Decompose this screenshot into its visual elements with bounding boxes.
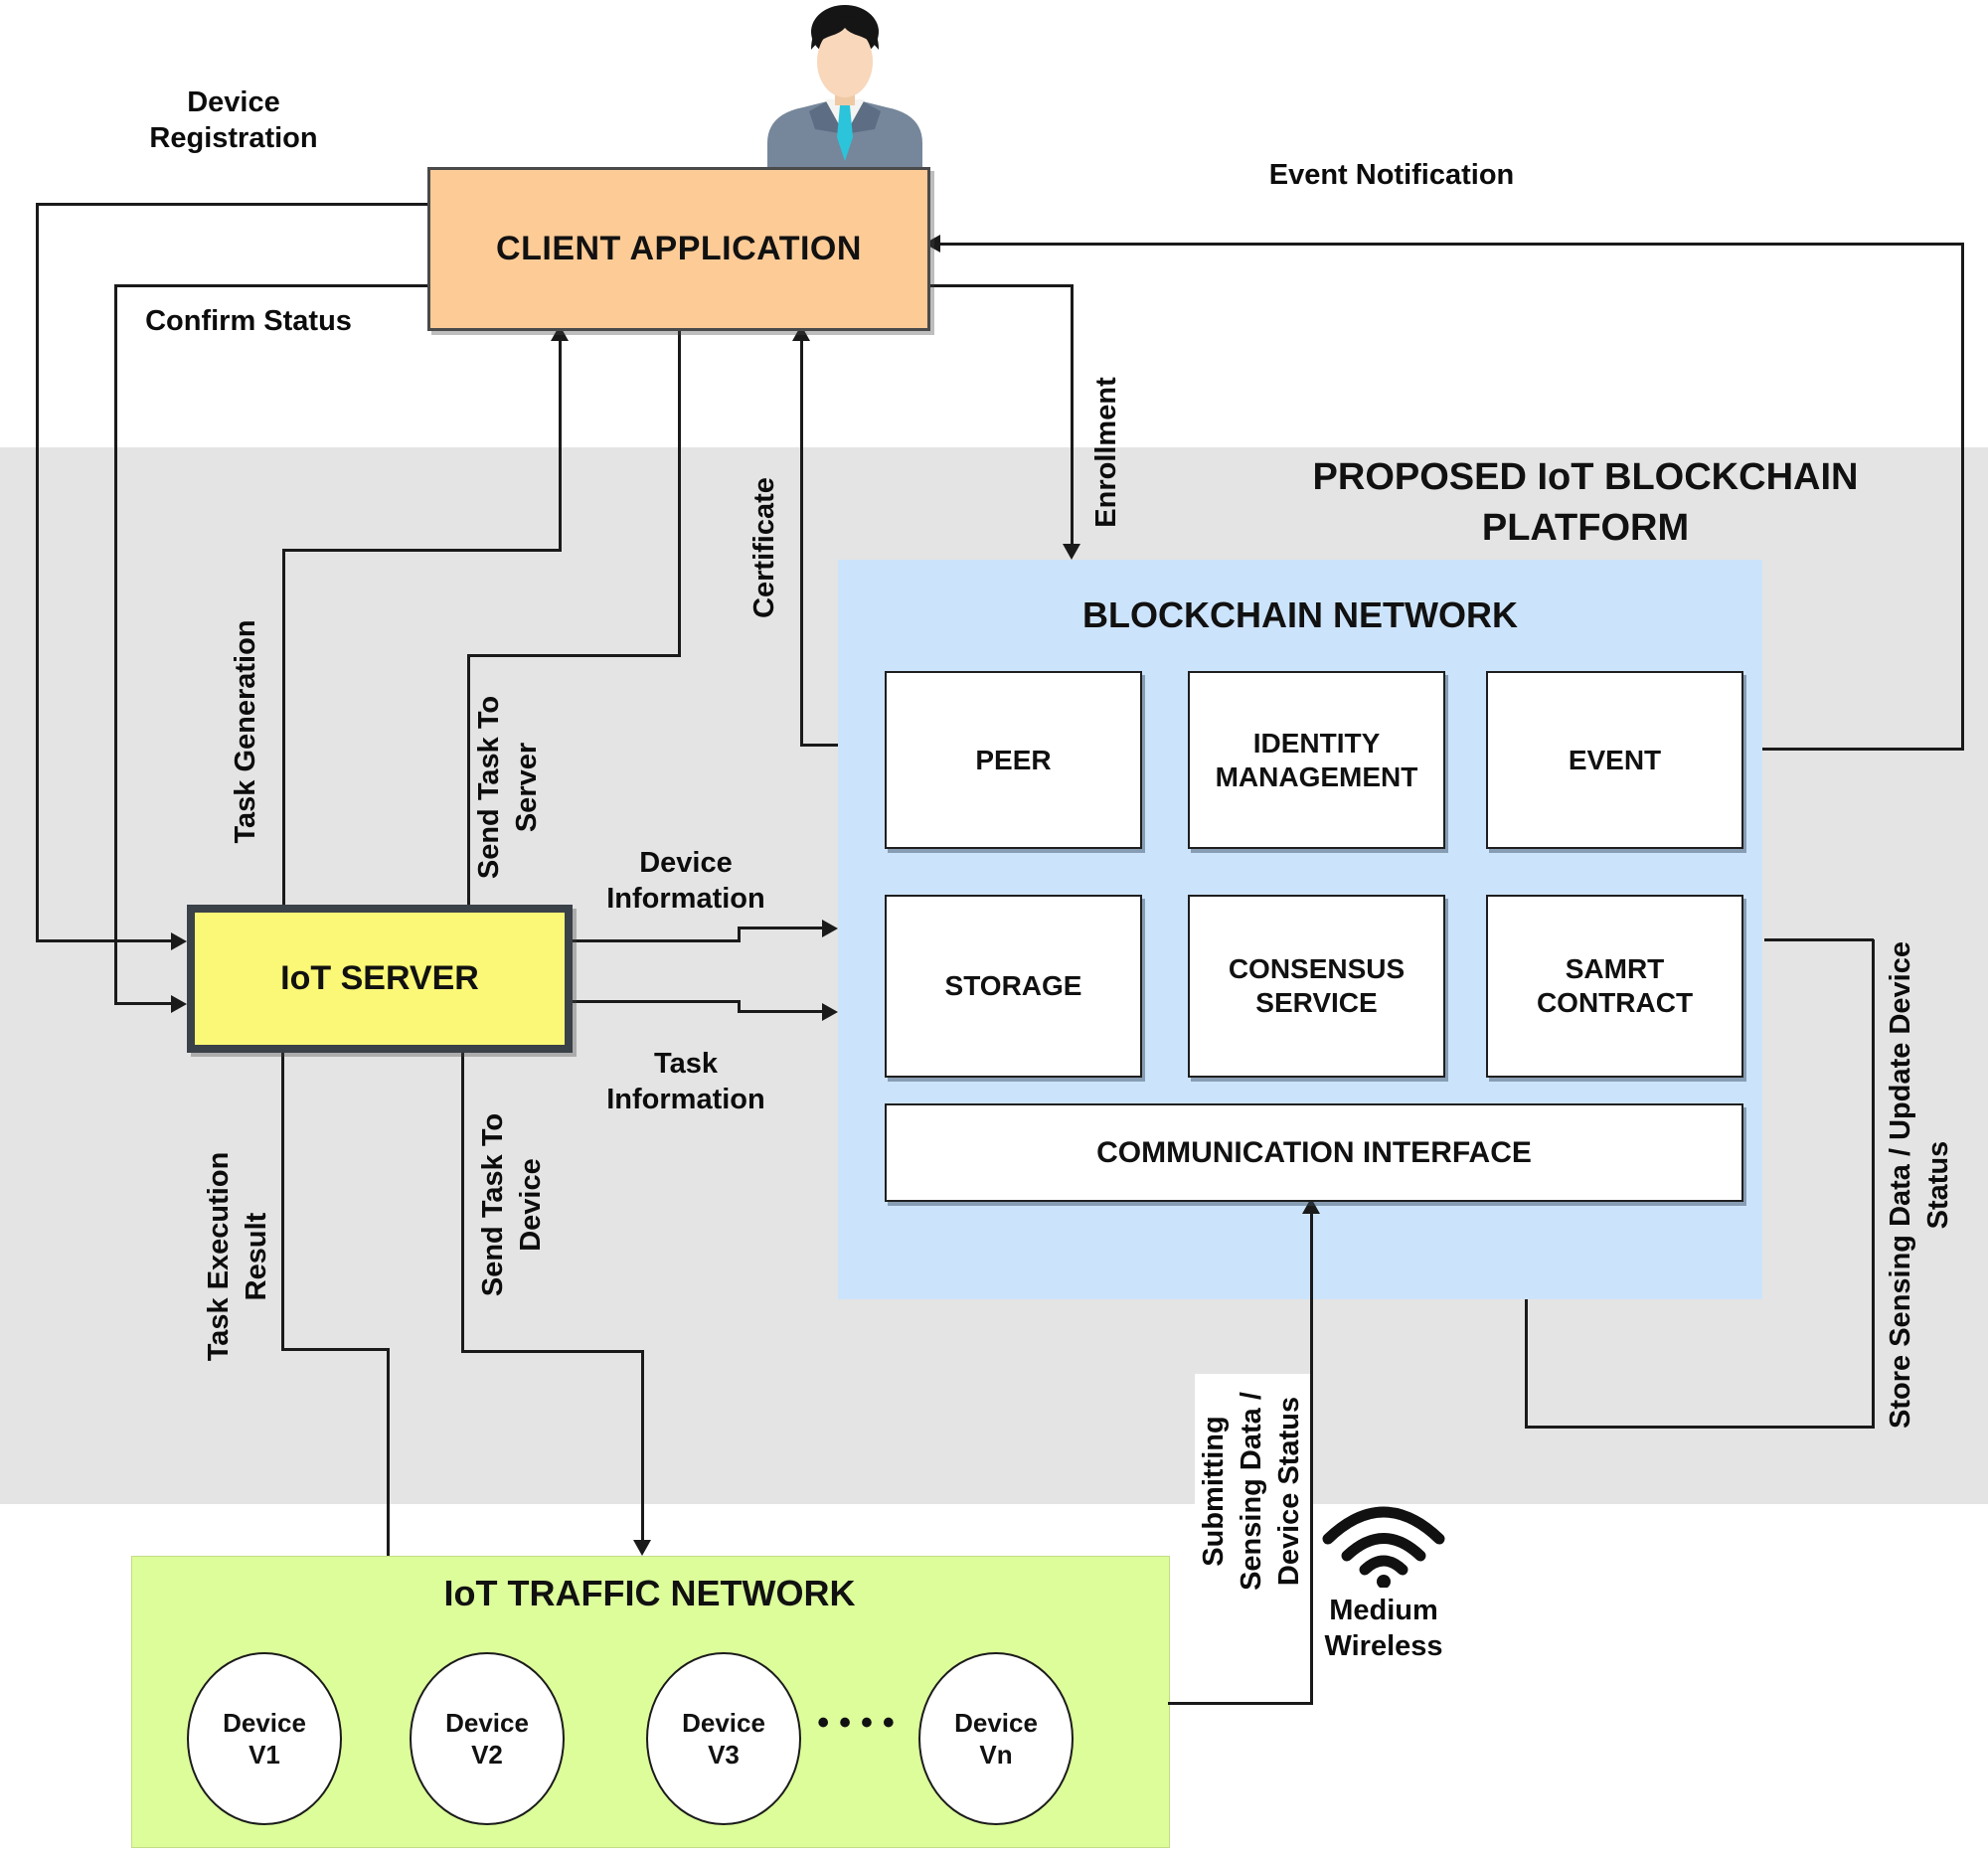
wire-segment xyxy=(282,549,285,905)
wire-segment xyxy=(114,284,117,1003)
wire-segment xyxy=(924,284,1074,287)
wire-segment xyxy=(557,939,741,942)
arrowhead xyxy=(633,1540,651,1556)
label-send-task-to-device: Send Task To Device xyxy=(477,1112,547,1297)
wire-segment xyxy=(557,1000,741,1003)
platform-title: PROPOSED IoT BLOCKCHAIN PLATFORM xyxy=(1312,456,1859,550)
device-node-vn: Device Vn xyxy=(918,1652,1074,1825)
label-send-task-to-server: Send Task To Server xyxy=(473,695,543,880)
device-node-v2: Device V2 xyxy=(410,1652,565,1825)
wire-segment xyxy=(461,1350,644,1353)
wire-segment xyxy=(559,339,562,552)
wire-segment xyxy=(1310,1212,1313,1705)
wire-segment xyxy=(938,243,1964,246)
label-task-execution-result: Task Execution Result xyxy=(203,1151,272,1362)
wire-segment xyxy=(467,654,681,657)
peer-box: PEER xyxy=(885,671,1142,849)
iot-traffic-network-title: IoT TRAFFIC NETWORK xyxy=(443,1573,856,1613)
label-device-registration: Device Registration xyxy=(149,86,318,155)
device-node-v1: Device V1 xyxy=(187,1652,342,1825)
wire-segment xyxy=(467,654,470,905)
wire-segment xyxy=(738,927,824,929)
user-person-icon xyxy=(757,2,932,168)
label-store-sensing-data: Store Sensing Data / Update Device Statu… xyxy=(1885,941,1954,1429)
wire-segment xyxy=(114,284,427,287)
label-medium-wireless: Medium Wireless xyxy=(1324,1595,1443,1663)
label-certificate: Certificate xyxy=(748,477,781,618)
smart-contract-box: SAMRT CONTRACT xyxy=(1486,895,1743,1078)
wire-segment xyxy=(738,1000,741,1013)
wire-segment xyxy=(36,939,175,942)
wire-segment xyxy=(36,203,427,206)
blockchain-network-title: BLOCKCHAIN NETWORK xyxy=(1082,594,1518,635)
consensus-service-box: CONSENSUS SERVICE xyxy=(1188,895,1445,1078)
iot-server-box: IoT SERVER xyxy=(187,905,573,1053)
wire-segment xyxy=(461,1037,464,1353)
label-event-notification: Event Notification xyxy=(1268,159,1515,191)
wire-segment xyxy=(1071,284,1074,546)
storage-box: STORAGE xyxy=(885,895,1142,1078)
arrowhead xyxy=(822,1003,838,1021)
arrowhead xyxy=(171,932,187,950)
client-application-box: CLIENT APPLICATION xyxy=(427,167,930,331)
label-task-information: Task Information xyxy=(606,1048,765,1116)
device-node-v3: Device V3 xyxy=(646,1652,801,1825)
label-task-generation: Task Generation xyxy=(230,619,262,844)
label-device-information: Device Information xyxy=(606,847,765,916)
arrowhead xyxy=(1302,1198,1320,1214)
event-box: EVENT xyxy=(1486,671,1743,849)
wire-segment xyxy=(1762,748,1964,751)
wire-segment xyxy=(678,325,681,657)
wire-segment xyxy=(738,927,741,942)
arrowhead xyxy=(171,995,187,1013)
wire-segment xyxy=(738,1010,824,1013)
label-confirm-status: Confirm Status xyxy=(145,305,352,337)
wire-segment xyxy=(1525,1426,1875,1429)
wire-segment xyxy=(1872,939,1875,1429)
wire-segment xyxy=(1961,243,1964,751)
wire-segment xyxy=(281,1037,284,1351)
wire-segment xyxy=(114,1002,175,1005)
wire-segment xyxy=(1168,1702,1313,1705)
identity-management-box: IDENTITY MANAGEMENT xyxy=(1188,671,1445,849)
devices-ellipsis-dots: •••• xyxy=(817,1704,905,1742)
wifi-icon xyxy=(1314,1493,1453,1588)
wire-segment xyxy=(641,1350,644,1542)
wire-segment xyxy=(1764,938,1874,941)
arrowhead xyxy=(1063,544,1080,560)
label-enrollment: Enrollment xyxy=(1090,377,1123,528)
wire-segment xyxy=(800,339,803,747)
label-submitting-sensing-data: Submitting Sensing Data / Device Status xyxy=(1195,1374,1310,1608)
communication-interface-box: COMMUNICATION INTERFACE xyxy=(885,1103,1743,1202)
wire-segment xyxy=(1525,1299,1528,1429)
arrowhead xyxy=(822,920,838,937)
wire-segment xyxy=(281,1348,390,1351)
wire-segment xyxy=(282,549,562,552)
wire-segment xyxy=(387,1348,390,1556)
wire-segment xyxy=(800,744,838,747)
wire-segment xyxy=(36,203,39,942)
